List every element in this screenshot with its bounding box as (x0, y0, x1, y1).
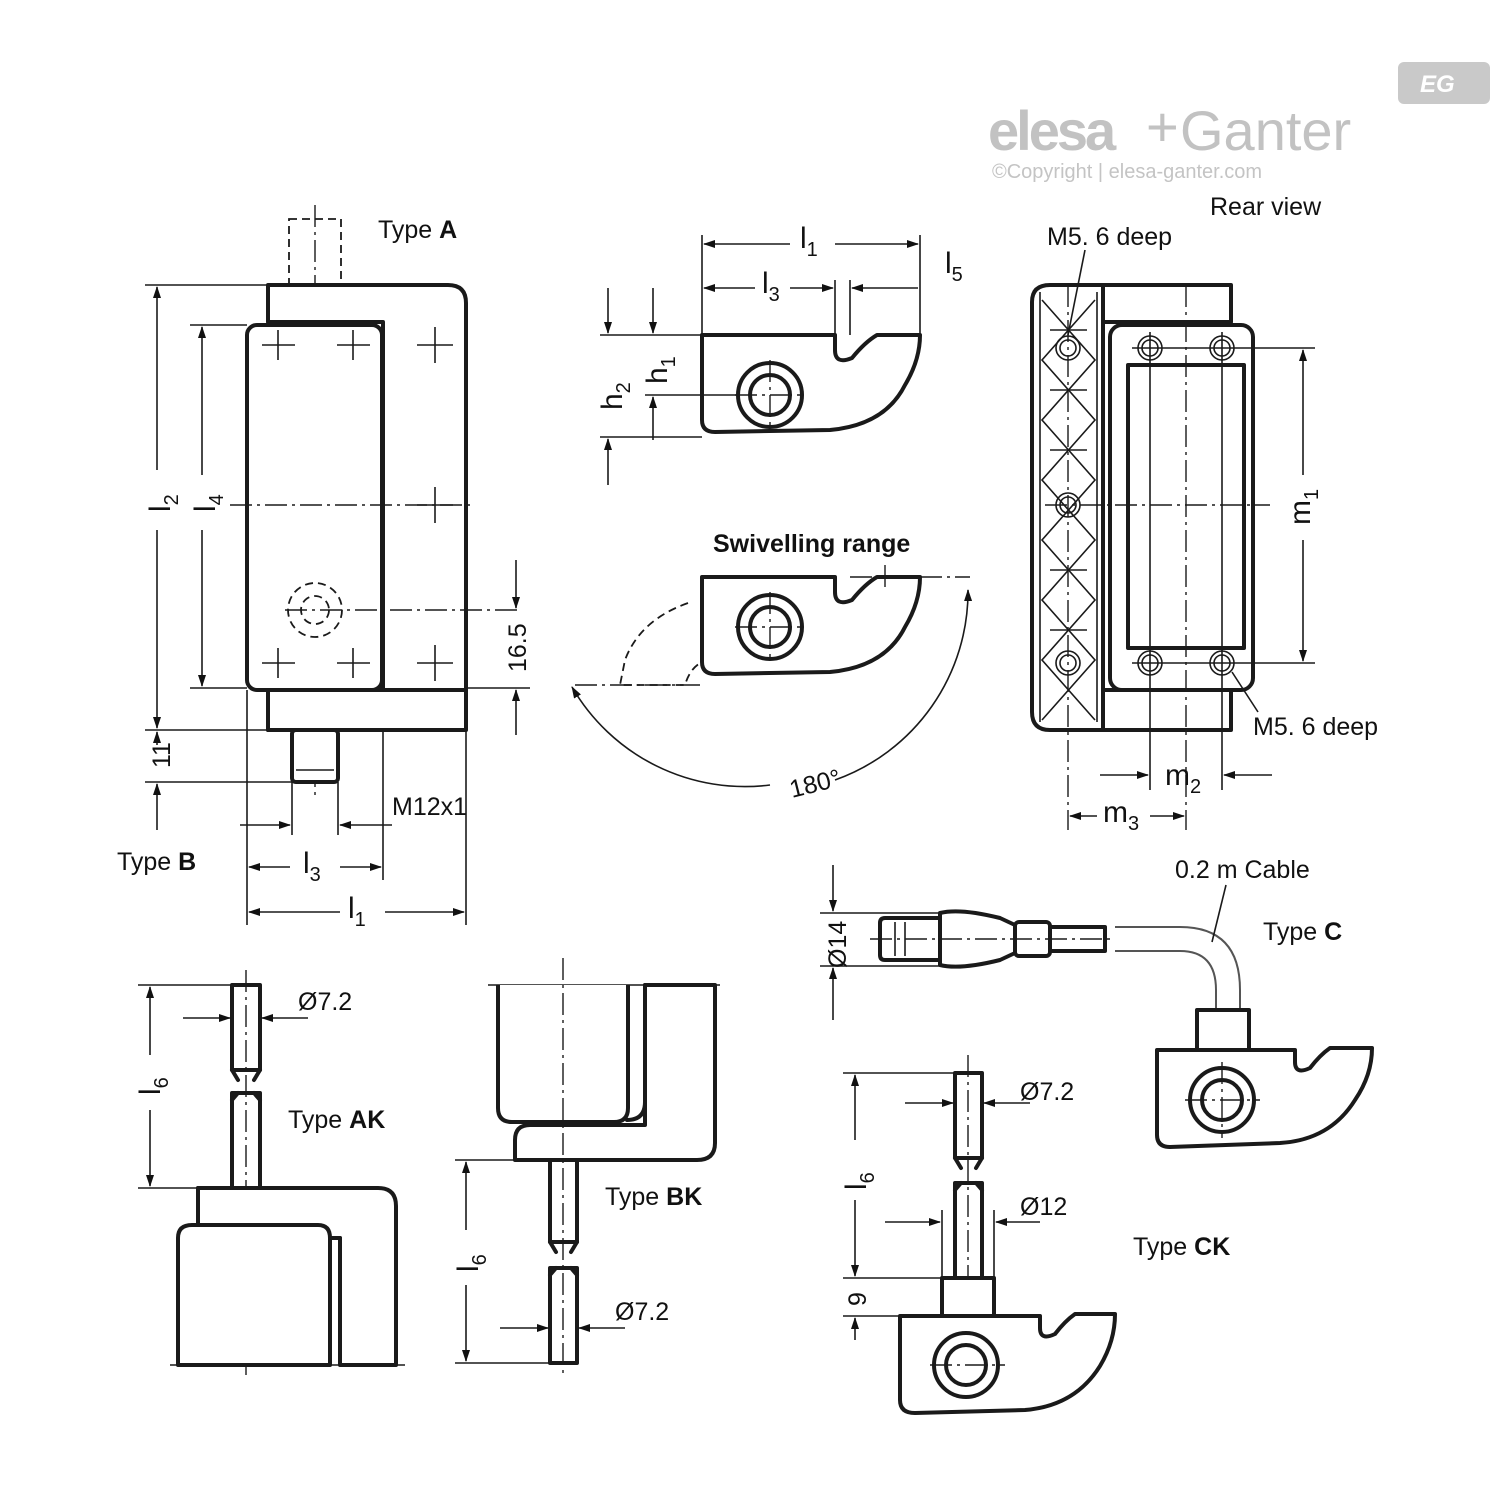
dim-d72-bk: Ø7.2 (615, 1298, 669, 1326)
view-swivelling-range: Swivelling range 180° (571, 530, 973, 804)
logo-elesa: elesa (988, 99, 1117, 162)
m5-label-top: M5. 6 deep (1047, 223, 1172, 251)
view-top: l1 l3 l5 h2 h1 (596, 222, 963, 485)
label-type-a: Type A (378, 216, 457, 244)
label-type-b: Type B (117, 848, 196, 876)
dim-l1-top: l1 (800, 222, 818, 261)
rear-view-title: Rear view (1210, 193, 1322, 221)
dim-d14: Ø14 (824, 921, 852, 968)
view-type-ck: l6 9 Ø7.2 Ø12 (840, 1055, 1117, 1415)
copyright-text: ©Copyright | elesa-ganter.com (992, 161, 1262, 183)
cable-label: 0.2 m Cable (1175, 856, 1310, 884)
dim-l2: l2 (144, 494, 183, 512)
dims-type-a: l2 l4 16.5 11 M12x1 l3 l1 (144, 284, 532, 931)
dim-l3-top: l3 (762, 267, 780, 306)
label-type-ak: Type AK (288, 1106, 385, 1134)
dim-16-5: 16.5 (504, 623, 532, 672)
dim-d72-ck: Ø7.2 (1020, 1078, 1074, 1106)
label-type-c: Type C (1263, 918, 1342, 946)
dim-11: 11 (148, 742, 176, 768)
dim-d12: Ø12 (1020, 1193, 1067, 1221)
view-type-bk: l6 Ø7.2 (452, 958, 720, 1375)
dim-l5: l5 (945, 247, 963, 286)
label-type-ck: Type CK (1133, 1233, 1230, 1261)
dim-h1: h1 (641, 356, 680, 384)
dim-l6-bk: l6 (452, 1254, 491, 1272)
dim-d72-ak: Ø7.2 (298, 988, 352, 1016)
thread-label: M12x1 (392, 793, 467, 821)
dim-m3: m3 (1103, 796, 1139, 835)
logo-plus: + (1146, 95, 1179, 158)
label-type-bk: Type BK (605, 1183, 702, 1211)
dim-h2: h2 (596, 382, 635, 410)
view-type-ak: l6 Ø7.2 (134, 970, 405, 1375)
dim-l4: l4 (189, 494, 228, 512)
badge-icon (1398, 62, 1490, 104)
brand-logo: EG elesa + Ganter ©Copyright | elesa-gan… (988, 62, 1490, 183)
view-type-c: Ø14 0.2 m Cable (820, 856, 1374, 1149)
view-type-a-front (230, 205, 520, 800)
badge-text: EG (1420, 71, 1455, 98)
dim-m2: m2 (1165, 759, 1201, 798)
angle-label: 180° (787, 764, 844, 804)
m5-label-bottom: M5. 6 deep (1253, 713, 1378, 741)
dim-l1-a: l1 (348, 892, 366, 931)
dim-l6-ak: l6 (134, 1077, 173, 1095)
swivelling-range-title: Swivelling range (713, 530, 910, 558)
dim-m1: m1 (1284, 489, 1323, 525)
dim-l3-a: l3 (303, 847, 321, 886)
view-rear: Rear view (1030, 193, 1378, 835)
dim-l6-ck: l6 (840, 1172, 879, 1190)
logo-ganter: Ganter (1180, 99, 1351, 162)
dim-9: 9 (844, 1292, 872, 1306)
